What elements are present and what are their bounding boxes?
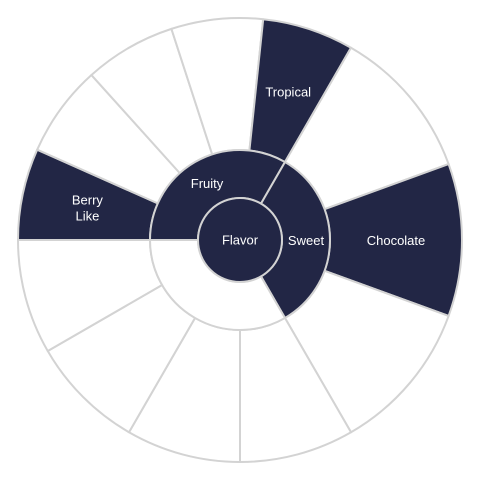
outer-label-line: Berry [72, 192, 104, 207]
outer-label-line: Tropical [265, 84, 311, 99]
center-label: Flavor [222, 233, 259, 248]
center-hub: Flavor [197, 197, 283, 283]
outer-label-line: Like [75, 208, 99, 223]
outer-label-line: Chocolate [367, 233, 426, 248]
inner-label-line: Fruity [191, 175, 224, 190]
outer-label-chocolate: Chocolate [367, 233, 426, 248]
inner-label-sweet: Sweet [288, 233, 325, 248]
inner-label-line: Sweet [288, 233, 325, 248]
outer-label-tropical: Tropical [265, 84, 311, 99]
center-segment[interactable] [197, 197, 283, 283]
inner-label-fruity: Fruity [191, 175, 224, 190]
